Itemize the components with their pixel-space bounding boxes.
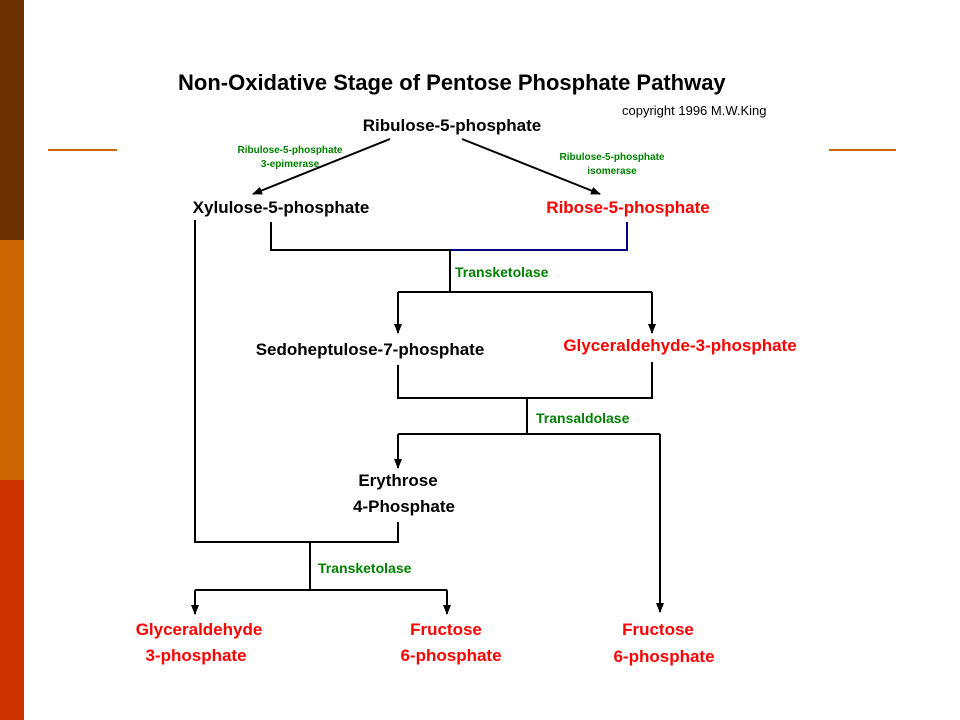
connector-ribose-merge	[450, 222, 628, 251]
enzyme-epimerase-line2: 3-epimerase	[261, 159, 320, 170]
node-fructose-6p-right-line1: Fructose	[622, 620, 694, 639]
node-erythrose-line2: 4-Phosphate	[353, 497, 455, 516]
title-rule-right	[829, 149, 896, 151]
accent-band-bottom	[0, 480, 24, 720]
connector-transaldolase-merge	[397, 362, 653, 399]
arrow-to-xylulose	[252, 138, 391, 195]
title-rule-left	[48, 149, 117, 151]
enzyme-isomerase-line2: isomerase	[587, 166, 637, 177]
arrow-to-ribose	[461, 138, 601, 195]
node-xylulose-5-phosphate: Xylulose-5-phosphate	[193, 198, 370, 217]
connector-xylulose-merge	[270, 222, 450, 251]
enzyme-transketolase-1: Transketolase	[455, 264, 549, 280]
node-fructose-6p-right-line2: 6-phosphate	[613, 647, 714, 666]
enzyme-isomerase-line1: Ribulose-5-phosphate	[559, 152, 664, 163]
connector-transketolase-2-merge	[194, 220, 399, 543]
node-fructose-6p-left-line1: Fructose	[410, 620, 482, 639]
diagram-title: Non-Oxidative Stage of Pentose Phosphate…	[178, 70, 726, 95]
node-glyceraldehyde-final-line1: Glyceraldehyde	[136, 620, 263, 639]
enzyme-transketolase-2: Transketolase	[318, 560, 412, 576]
node-glyceraldehyde-3-phosphate: Glyceraldehyde-3-phosphate	[563, 336, 796, 355]
node-erythrose-line1: Erythrose	[358, 471, 437, 490]
copyright-note: copyright 1996 M.W.King	[622, 103, 767, 118]
node-sedoheptulose-7-phosphate: Sedoheptulose-7-phosphate	[256, 340, 485, 359]
node-ribose-5-phosphate: Ribose-5-phosphate	[546, 198, 709, 217]
enzyme-epimerase-line1: Ribulose-5-phosphate	[237, 145, 342, 156]
enzyme-transaldolase: Transaldolase	[536, 410, 630, 426]
accent-band-top	[0, 0, 24, 240]
node-ribulose-5-phosphate: Ribulose-5-phosphate	[363, 116, 542, 135]
node-fructose-6p-left-line2: 6-phosphate	[400, 646, 501, 665]
node-glyceraldehyde-final-line2: 3-phosphate	[145, 646, 246, 665]
accent-band-middle	[0, 240, 24, 480]
